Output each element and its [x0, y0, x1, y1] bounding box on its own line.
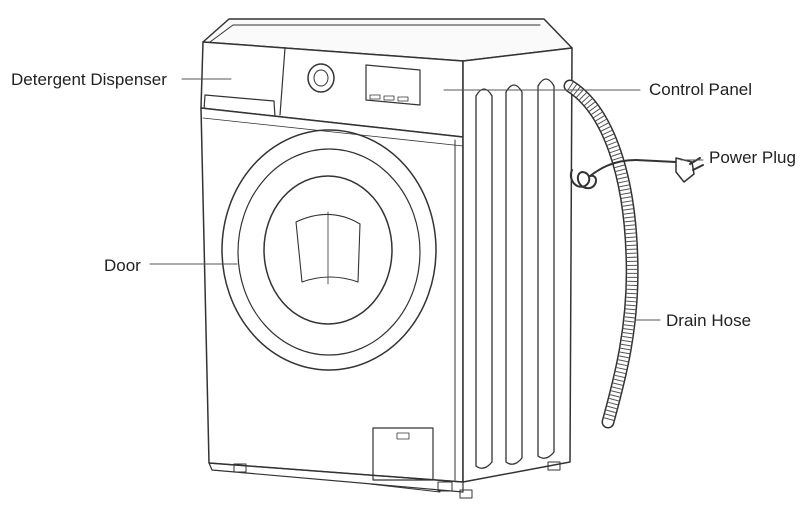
label-detergent-dispenser: Detergent Dispenser: [11, 70, 167, 89]
label-control-panel: Control Panel: [649, 80, 753, 99]
door-ring-inner: [237, 148, 421, 356]
machine-side: [462, 47, 573, 483]
door-glass: [263, 175, 393, 325]
machine-front-body: [200, 107, 464, 483]
label-drain-hose: Drain Hose: [666, 311, 752, 330]
foot: [437, 481, 453, 492]
label-power-plug: Power Plug: [709, 148, 796, 167]
drum-fin: [295, 213, 361, 283]
foot: [233, 463, 247, 473]
program-knob: [307, 63, 335, 93]
display-window: [365, 64, 421, 106]
foot: [459, 489, 473, 499]
power-plug: [675, 157, 695, 183]
door-outer-ring: [221, 129, 437, 371]
filter-cover: [372, 427, 434, 481]
power-cord: [569, 159, 677, 190]
side-rib: [537, 78, 555, 459]
side-rib: [505, 84, 523, 465]
machine-base: [208, 462, 464, 493]
label-door: Door: [104, 256, 141, 275]
foot: [547, 461, 561, 471]
